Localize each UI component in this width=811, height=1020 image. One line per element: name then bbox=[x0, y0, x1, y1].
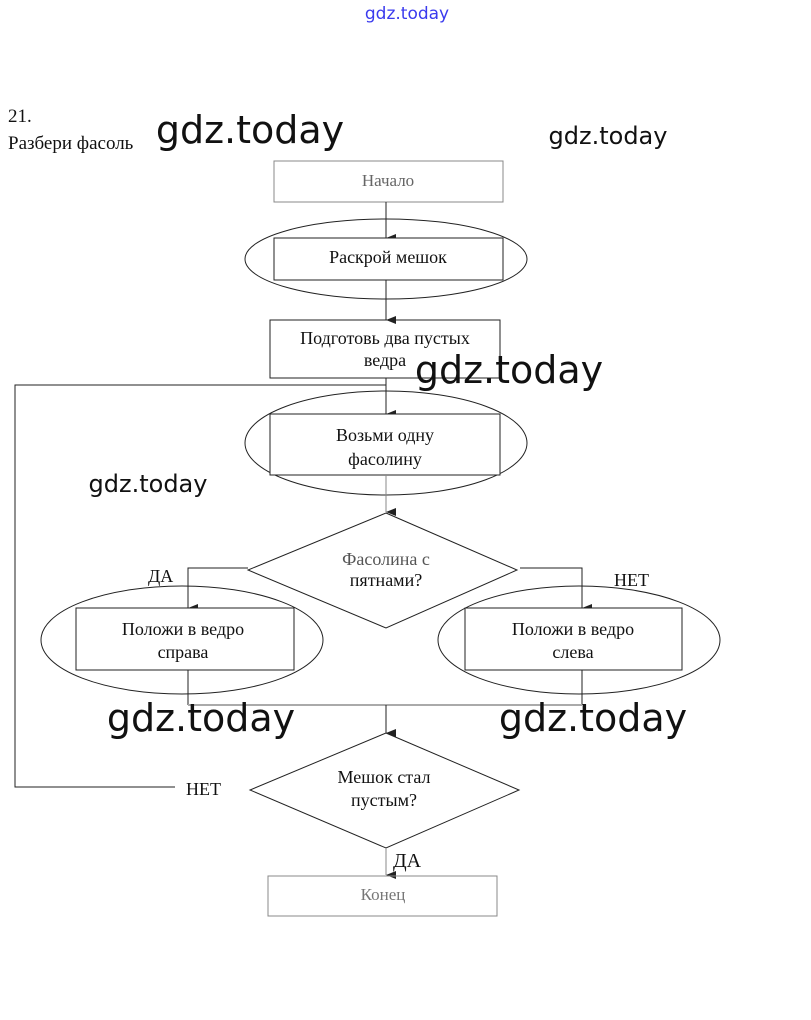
decision1-label-2: пятнами? bbox=[350, 570, 422, 590]
ellipse bbox=[437, 585, 721, 695]
watermark-top: gdz.today bbox=[365, 4, 449, 24]
open-bag-label: Раскрой мешок bbox=[329, 247, 447, 267]
right-bucket-label-1: Положи в ведро bbox=[122, 619, 244, 639]
prepare-label-2: ведра bbox=[364, 350, 406, 370]
decision2-label-1: Мешок стал bbox=[337, 767, 430, 787]
prepare-label-1: Подготовь два пустых bbox=[300, 328, 470, 348]
ellipse bbox=[40, 585, 324, 695]
watermark: gdz.today bbox=[499, 696, 687, 740]
decision1-diamond bbox=[246, 512, 519, 629]
no-branch bbox=[520, 567, 592, 612]
task-title: Разбери фасоль bbox=[8, 133, 134, 154]
decision2-label-2: пустым? bbox=[351, 790, 417, 810]
left-bucket-box bbox=[464, 607, 683, 671]
end-label: Конец bbox=[361, 885, 406, 904]
take-box bbox=[269, 413, 501, 476]
left-bucket-label-2: слева bbox=[552, 642, 593, 662]
yes2-label: ДА bbox=[393, 850, 422, 872]
right-bucket-label-2: справа bbox=[158, 642, 209, 662]
watermark: gdz.today bbox=[107, 696, 295, 740]
no2-label: НЕТ bbox=[186, 779, 221, 799]
loop-line bbox=[14, 384, 386, 788]
watermark: gdz.today bbox=[549, 122, 668, 150]
start-box bbox=[273, 160, 504, 203]
end-box bbox=[267, 875, 498, 917]
start-label: Начало bbox=[362, 171, 414, 190]
yes-branch bbox=[187, 567, 248, 612]
left-bucket-label-1: Положи в ведро bbox=[512, 619, 634, 639]
no1-label: НЕТ bbox=[614, 570, 649, 590]
prepare-box bbox=[269, 319, 501, 379]
watermark: gdz.today bbox=[89, 470, 208, 498]
open-bag-box bbox=[273, 237, 504, 281]
take-label-2: фасолину bbox=[348, 449, 422, 469]
task-number: 21. bbox=[8, 106, 32, 127]
watermark: gdz.today bbox=[156, 108, 344, 152]
decision1-label-1: Фасолина с bbox=[342, 549, 430, 569]
watermark: gdz.today bbox=[415, 348, 603, 392]
right-bucket-box bbox=[75, 607, 295, 671]
take-label-1: Возьми одну bbox=[336, 425, 434, 445]
yes1-label: ДА bbox=[148, 566, 173, 586]
